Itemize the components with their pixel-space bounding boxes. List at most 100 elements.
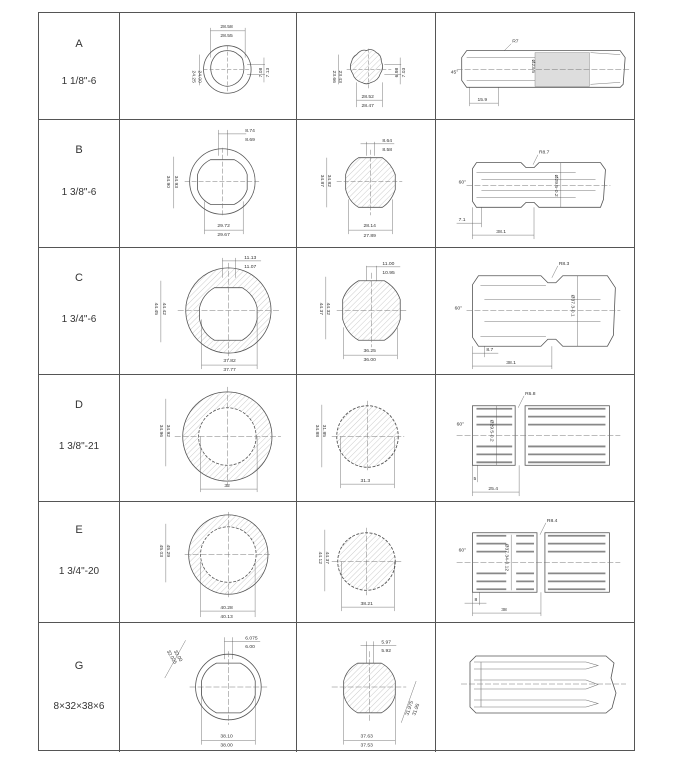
svg-text:31.975: 31.975 (404, 700, 415, 717)
side-view-drawing: Ø29.5-0.2 R8.7 60° 7.1 38.1 (436, 120, 635, 247)
shaft-section-drawing: 11.00 10.95 44.37 44.32 36.25 36.00 (297, 248, 436, 374)
shaft-section-e-icon: 44.12 44.37 38.21 (317, 527, 402, 612)
spec-cell: A 1 1/8"-6 (39, 13, 120, 119)
svg-text:31.85: 31.85 (321, 425, 327, 438)
side-view-drawing: Ø29.5-0.2 R6.8 60° 5 25.4 (436, 375, 635, 501)
svg-text:23.66: 23.66 (331, 70, 337, 83)
svg-text:R8.7: R8.7 (539, 150, 550, 156)
shaft-side-view-e-icon: Ø37.34-0.12 R8.4 60° 8 38 (456, 518, 621, 617)
svg-text:34.92: 34.92 (165, 425, 171, 438)
shaft-section-b-icon: 8.64 8.58 34.87 34.82 28.14 27.89 (319, 138, 403, 239)
shaft-side-view-c-icon: Ø37.3-0.1 R8.3 60° 8.7 38.1 (455, 261, 621, 370)
svg-text:34.90: 34.90 (165, 176, 171, 189)
svg-text:7.08: 7.08 (258, 68, 264, 78)
svg-text:Ø37.34-0.12: Ø37.34-0.12 (503, 544, 509, 572)
svg-text:32: 32 (224, 483, 230, 489)
svg-text:60°: 60° (459, 180, 467, 186)
svg-text:34.82: 34.82 (326, 175, 332, 188)
hole-section-e-icon: 45.03 45.29 40.28 40.13 (158, 511, 271, 620)
shaft-section-c-icon: 11.00 10.95 44.37 44.32 36.25 36.00 (318, 261, 407, 363)
hole-section-drawing: 28.58 28.55 24.25 24.00 7.08 7.13 (120, 13, 297, 119)
svg-text:32.00: 32.00 (172, 649, 184, 663)
svg-text:Ø29.5-0.2: Ø29.5-0.2 (488, 420, 494, 442)
svg-text:38: 38 (501, 607, 507, 613)
hole-section-b-icon: 8.74 8.69 34.90 34.93 29.72 29.67 (165, 128, 262, 238)
profile-size: 1 3/4"-6 (61, 314, 97, 325)
svg-text:6.00: 6.00 (245, 644, 255, 650)
profile-code: D (75, 399, 83, 411)
side-view-drawing (436, 623, 635, 752)
svg-text:28.55: 28.55 (220, 33, 233, 39)
shaft-section-drawing: 44.12 44.37 38.21 (297, 502, 436, 622)
svg-text:37.63: 37.63 (361, 734, 374, 740)
hole-section-drawing: 34.96 34.92 32 (120, 375, 297, 501)
svg-text:R8.3: R8.3 (559, 261, 570, 267)
shaft-side-view-a-icon: 15.9 R7 45° Ø23.5 (451, 39, 631, 107)
shaft-section-a-icon: 23.66 23.43 6.98 7.03 28.52 28.47 (331, 48, 407, 109)
profile-size: 1 3/8"-6 (61, 187, 97, 198)
svg-text:36.00: 36.00 (364, 357, 377, 363)
svg-text:38.10: 38.10 (220, 734, 233, 740)
profile-size: 8×32×38×6 (53, 701, 105, 712)
svg-text:7.1: 7.1 (459, 217, 466, 223)
svg-text:37.82: 37.82 (223, 358, 236, 364)
svg-text:R7: R7 (512, 39, 519, 45)
svg-text:R6.8: R6.8 (525, 391, 536, 397)
profile-code: E (75, 524, 83, 536)
svg-text:28.52: 28.52 (362, 94, 375, 100)
svg-text:29.72: 29.72 (217, 223, 230, 229)
hole-section-c-icon: 11.13 11.07 44.45 44.42 37.82 37.77 (153, 255, 281, 373)
svg-text:38.00: 38.00 (220, 743, 233, 749)
svg-text:24.25: 24.25 (191, 70, 197, 83)
svg-text:44.32: 44.32 (325, 303, 331, 316)
svg-text:8.74: 8.74 (245, 128, 255, 134)
svg-text:45°: 45° (451, 69, 458, 75)
table-row-g: G 8×32×38×6 6.075 6.00 32.025 32.00 38 (39, 623, 634, 752)
profile-size: 1 1/8"-6 (61, 76, 97, 87)
profile-code: B (75, 144, 83, 156)
svg-text:60°: 60° (459, 548, 466, 554)
svg-text:29.67: 29.67 (217, 232, 230, 238)
svg-text:31.95: 31.95 (411, 703, 421, 717)
svg-text:6.075: 6.075 (245, 635, 258, 641)
svg-text:34.93: 34.93 (173, 176, 179, 189)
svg-text:34.88: 34.88 (314, 425, 320, 438)
svg-text:8.7: 8.7 (486, 347, 493, 353)
shaft-section-drawing: 23.66 23.43 6.98 7.03 28.52 28.47 (297, 13, 436, 119)
shaft-section-g-icon: 5.97 5.92 31.975 31.95 37.63 37.53 (331, 639, 421, 749)
svg-text:44.42: 44.42 (161, 303, 167, 316)
svg-text:5: 5 (473, 476, 476, 482)
svg-text:44.37: 44.37 (324, 552, 330, 565)
shaft-side-view-g-icon (461, 655, 626, 714)
svg-text:11.07: 11.07 (244, 264, 256, 270)
spline-spec-table: A 1 1/8"-6 28.58 28.55 24.25 24.00 7.0 (38, 12, 635, 752)
svg-text:40.28: 40.28 (220, 605, 233, 611)
hole-section-drawing: 45.03 45.29 40.28 40.13 (120, 502, 297, 622)
svg-text:24.00: 24.00 (197, 70, 203, 83)
svg-text:37.77: 37.77 (223, 367, 236, 373)
hole-section-d-icon: 34.96 34.92 32 (158, 386, 281, 493)
svg-text:23.43: 23.43 (337, 70, 343, 83)
side-view-drawing: 15.9 R7 45° Ø23.5 (436, 13, 635, 119)
svg-text:36.25: 36.25 (364, 348, 377, 354)
profile-code: C (75, 272, 83, 284)
svg-text:34.96: 34.96 (158, 425, 164, 438)
svg-text:60°: 60° (455, 306, 463, 312)
shaft-section-drawing: 34.88 31.85 31.3 (297, 375, 436, 501)
hole-section-g-icon: 6.075 6.00 32.025 32.00 38.10 38.00 (164, 635, 268, 749)
hole-section-drawing: 11.13 11.07 44.45 44.42 37.82 37.77 (120, 248, 297, 374)
side-view-drawing: Ø37.34-0.12 R8.4 60° 8 38 (436, 502, 635, 622)
shaft-side-view-b-icon: Ø29.5-0.2 R8.7 60° 7.1 38.1 (456, 150, 611, 240)
svg-text:10.95: 10.95 (382, 270, 395, 276)
shaft-side-view-d-icon: Ø29.5-0.2 R6.8 60° 5 25.4 (457, 391, 621, 497)
svg-text:8.58: 8.58 (382, 147, 392, 153)
svg-text:Ø37.3-0.1: Ø37.3-0.1 (570, 295, 576, 317)
svg-text:45.29: 45.29 (165, 545, 171, 558)
spec-cell: C 1 3/4"-6 (39, 248, 120, 374)
shaft-section-d-icon: 34.88 31.85 31.3 (314, 400, 405, 489)
spec-cell: G 8×32×38×6 (39, 623, 120, 752)
svg-text:5.92: 5.92 (381, 648, 391, 654)
svg-text:44.12: 44.12 (317, 552, 323, 565)
hole-section-a-icon: 28.58 28.55 24.25 24.00 7.08 7.13 (191, 24, 271, 94)
svg-text:7.13: 7.13 (265, 68, 271, 78)
